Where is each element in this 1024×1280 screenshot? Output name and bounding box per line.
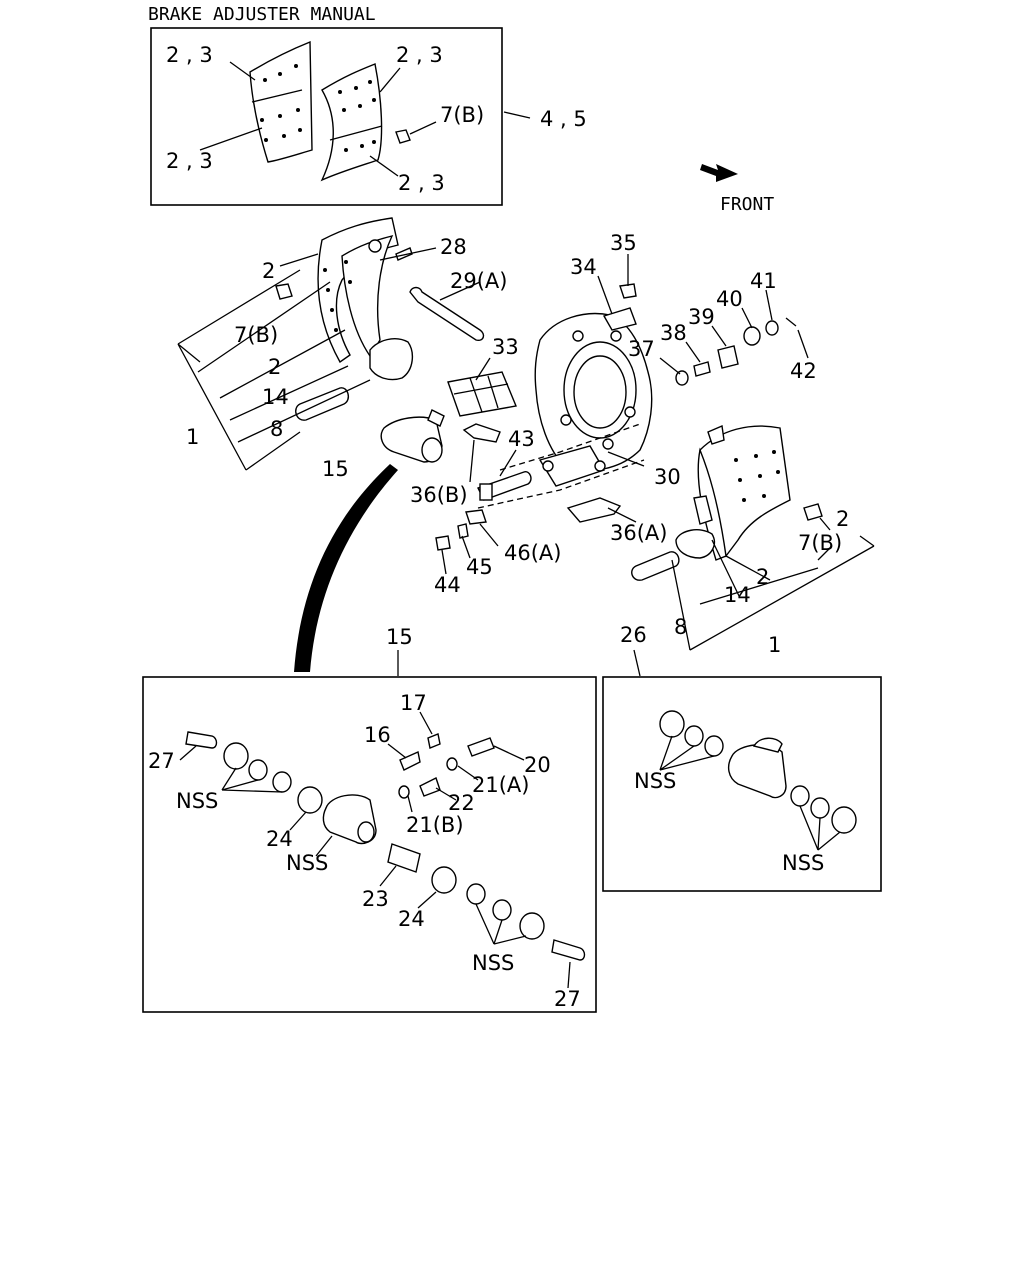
callout: 42 [790, 359, 817, 383]
callout: 43 [508, 427, 535, 451]
detail-26-id: 26 [620, 623, 647, 647]
callout: 24 [266, 827, 293, 851]
callout: 8 [674, 615, 687, 639]
nss-label: NSS [634, 769, 676, 793]
callout: 41 [750, 269, 777, 293]
front-indicator: FRONT [700, 164, 774, 215]
callout: 1 [186, 425, 199, 449]
callout: 30 [654, 465, 681, 489]
adjuster-screw-drawing [387, 843, 421, 873]
callout: 34 [570, 255, 597, 279]
callout: 27 [148, 749, 175, 773]
lining-label: 2 , 3 [396, 43, 443, 67]
bushing-8-right-drawing [631, 551, 680, 581]
callout: 23 [362, 887, 389, 911]
lining-inset: 2 , 3 2 , 3 2 , 3 2 , 3 7(B) 4 , 5 [150, 27, 587, 206]
detail-15-id: 15 [386, 625, 413, 649]
callout: 36(B) [410, 483, 468, 507]
lining-kit-label: 4 , 5 [540, 107, 587, 131]
wheel-cylinder-26-drawing [727, 744, 787, 799]
front-arrow-icon [700, 164, 738, 182]
detail-link-arrow [294, 464, 398, 672]
callout: 44 [434, 573, 461, 597]
callout: 15 [322, 457, 349, 481]
callout: 16 [364, 723, 391, 747]
lining-label: 2 , 3 [166, 43, 213, 67]
nss-label: NSS [782, 851, 824, 875]
callout: 46(A) [504, 541, 561, 565]
rivet-label: 7(B) [440, 103, 484, 127]
lining-inset-frame [150, 27, 503, 206]
lining-right-drawing [320, 63, 383, 182]
callout: 20 [524, 753, 551, 777]
callout: 33 [492, 335, 519, 359]
callout: 35 [610, 231, 637, 255]
adjuster-plate-drawing [447, 371, 517, 417]
callout: 38 [660, 321, 687, 345]
callout: 7(B) [234, 323, 278, 347]
callout: 22 [448, 791, 475, 815]
lining-label: 2 , 3 [398, 171, 445, 195]
callout: 45 [466, 555, 493, 579]
lining-label: 2 , 3 [166, 149, 213, 173]
callout: 14 [262, 385, 289, 409]
callout: 1 [768, 633, 781, 657]
left-shoe-bushing [369, 338, 414, 381]
callout: 21(B) [406, 813, 464, 837]
nss-label: NSS [472, 951, 514, 975]
callout: 36(A) [610, 521, 667, 545]
callout: 39 [688, 305, 715, 329]
lining-left-drawing [249, 40, 313, 163]
anchor-pin-drawing [409, 286, 485, 342]
callout: 21(A) [472, 773, 529, 797]
callout: 2 [268, 355, 281, 379]
main-assembly: 2 7(B) 2 14 1 8 15 28 29(A) 33 35 34 38 … [177, 217, 875, 672]
callout: 24 [398, 907, 425, 931]
front-label: FRONT [720, 194, 774, 215]
callout: 28 [440, 235, 467, 259]
rivet-drawing [395, 129, 411, 144]
callout: 27 [554, 987, 581, 1011]
callout: 37 [628, 337, 655, 361]
callout: 14 [724, 583, 751, 607]
left-shoe-drawing [317, 217, 399, 364]
nss-label: NSS [286, 851, 328, 875]
detail-15-inset: 15 [142, 625, 597, 1013]
callout: 17 [400, 691, 427, 715]
detail-15-frame [142, 676, 597, 1013]
bushing-8-drawing [295, 387, 350, 421]
diagram-title: BRAKE ADJUSTER MANUAL [148, 4, 376, 25]
detail-26-inset: 26 NSS NSS [602, 623, 882, 892]
detail-26-frame [602, 676, 882, 892]
callout: 40 [716, 287, 743, 311]
callout: 7(B) [798, 531, 842, 555]
callout: 2 [262, 259, 275, 283]
callout: 2 [836, 507, 849, 531]
callout: 29(A) [450, 269, 507, 293]
nss-label: NSS [176, 789, 218, 813]
callout: 2 [756, 565, 769, 589]
callout: 8 [270, 417, 283, 441]
